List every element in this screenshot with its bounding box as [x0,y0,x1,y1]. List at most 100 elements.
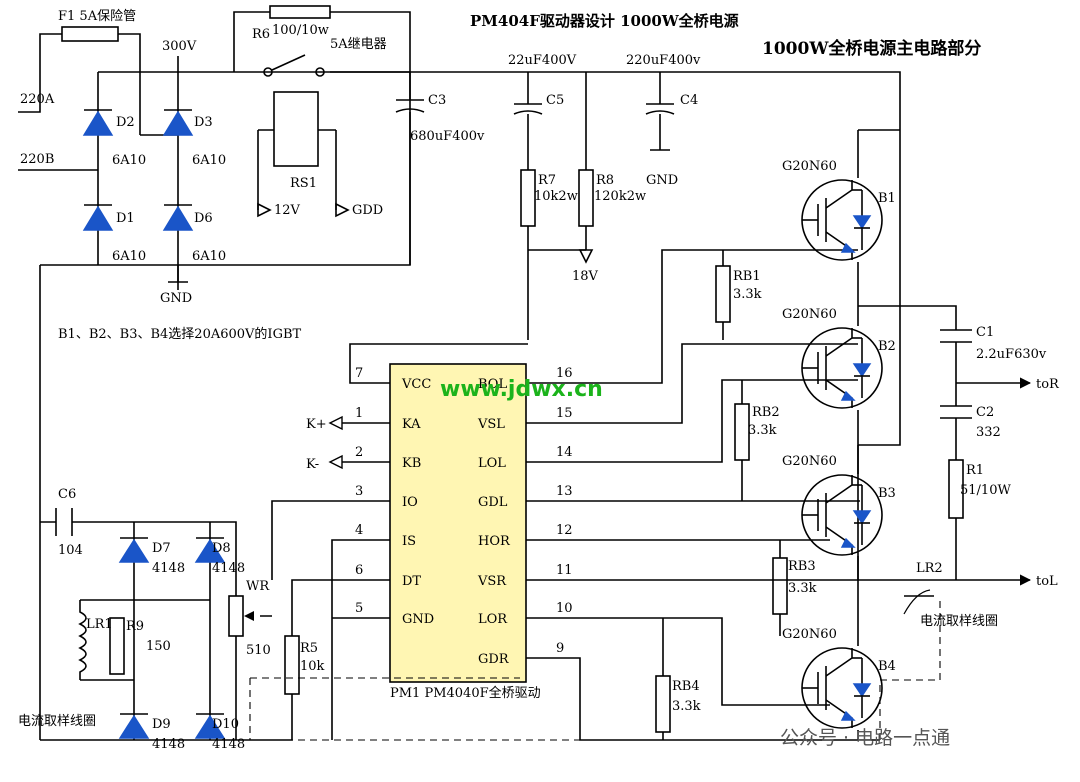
diode-d8 [194,538,226,563]
resistor-r8 [578,169,594,227]
d10-value: 4148 [212,737,245,752]
igbt-note: B1、B2、B3、B4选择20A600V的IGBT [58,326,302,342]
rb4-value: 3.3k [672,699,701,714]
resistor-rb1 [715,265,731,323]
ic-pin-name: GDL [478,495,508,510]
lr2-name: LR2 [916,561,943,576]
inrush-relay-block: R6 100/10w 5A继电器 RS1 12V GDD [233,5,411,218]
c6-name: C6 [58,487,76,502]
wr-name: WR [246,579,270,594]
c2-value: 332 [976,425,1001,440]
resistor-rb4 [655,675,671,733]
c3-value: 680uF400v [410,129,485,144]
c5-value: 22uF400V [508,53,577,68]
diode-d1 [82,205,114,231]
relay-gdd: GDD [352,203,383,218]
dc-bus-label: 300V [162,39,197,54]
d10-name: D10 [212,717,239,732]
ic-pin-number: 1 [355,406,363,421]
rb3-value: 3.3k [788,581,817,596]
v18-label: 18V [572,269,599,284]
diode-d2 [82,110,114,136]
ic-pin-name: VSR [477,574,507,589]
d7-value: 4148 [152,561,185,576]
c2-name: C2 [976,405,994,420]
ic-pin-name: VCC [401,377,431,392]
c4-name: C4 [680,93,698,108]
igbt-part: G20N60 [782,307,837,322]
resistor-r6 [269,5,331,19]
ic-pin-number: 5 [355,601,363,616]
diode-d10 [194,714,226,739]
ic-wiring: K+ K- R5 10k [40,249,880,741]
current-sense-section: C6 104 LR1 R9 150 电流取样线圈 WR 510 D7 4148 … [18,265,941,752]
ic-pin-number: 13 [556,484,573,499]
wr-value: 510 [246,643,271,658]
ic-pin-number: 4 [355,523,363,538]
resistor-r9 [109,617,125,675]
igbt-part: G20N60 [782,159,837,174]
pot-wr [228,595,244,637]
ic-pin-number: 2 [355,445,363,460]
igbt-b2: B2 G20N60 [782,307,896,409]
ac-input-block: 220A 220B F1 5A保险管 [18,9,141,171]
igbt-part: G20N60 [782,454,837,469]
igbt-name: B3 [878,486,896,501]
r1-name: R1 [966,463,984,478]
r5-name: R5 [300,641,318,656]
rb2-value: 3.3k [748,423,777,438]
footer-watermark: 公众号 · 电路一点通 [780,727,950,749]
r8-name: R8 [596,173,614,188]
ic-pin-name: LOR [478,612,508,627]
gate-resistors: RB1 3.3k RB2 3.3k RB3 3.3k RB4 3.3k [655,250,817,740]
ic-pin-name: BOL [478,377,507,392]
ic-pin-name: VSL [477,417,505,432]
r6-value: 100/10w [272,23,329,38]
ic-pin-number: 7 [355,366,363,381]
igbt-b3: B3 G20N60 [782,454,896,556]
ic-pin-name: HOR [478,534,511,549]
resistor-rb2 [734,403,750,461]
resistor-rb3 [772,557,788,615]
relay-contact-label: 5A继电器 [330,37,387,52]
d8-name: D8 [212,541,231,556]
resistor-r7 [520,169,536,227]
relay-name: RS1 [290,176,317,191]
c5-name: C5 [546,93,564,108]
ic-pin-number: 16 [556,366,573,381]
r9-name: R9 [126,619,144,634]
igbt-b1: B1 G20N60 [782,159,896,261]
ic-pin-number: 10 [556,601,573,616]
rb4-name: RB4 [672,679,700,694]
d2-value: 6A10 [112,153,146,168]
igbt-name: B1 [878,191,896,206]
fuse-label: F1 5A保险管 [58,9,136,24]
igbt-name: B2 [878,339,896,354]
diode-d7 [118,538,150,563]
d2-name: D2 [116,115,135,130]
c1-value: 2.2uF630v [976,347,1047,362]
ic-pin-number: 3 [355,484,363,499]
lr1-name: LR1 [86,617,113,632]
r1-value: 51/10W [960,483,1011,498]
c1-name: C1 [976,325,994,340]
ic-pin-number: 14 [556,445,573,460]
c6-value: 104 [58,543,83,558]
ic-pin-name: GND [402,612,434,627]
ic-pin-number: 9 [556,641,564,656]
diode-d3 [162,110,194,136]
k-plus-label: K+ [306,417,327,432]
ic-pin-number: 11 [556,563,573,578]
ic-label: PM1 PM4040F全桥驱动 [390,685,541,701]
output-l: toL [1036,574,1058,589]
resistor-r5 [284,635,300,695]
ic-pin-name: KA [402,417,421,432]
output-section: C1 2.2uF630v C2 332 R1 51/10W toR toL LR… [858,305,1060,629]
ic-pin-number: 12 [556,523,573,538]
ic-pin-number: 15 [556,406,573,421]
lr2-label: 电流取样线圈 [920,614,998,629]
ic-pin-name: GDR [478,652,510,667]
driver-ic: 7VCC1KA2KB3IO4IS6DT5GND16BOL15VSL14LOL13… [355,363,573,701]
